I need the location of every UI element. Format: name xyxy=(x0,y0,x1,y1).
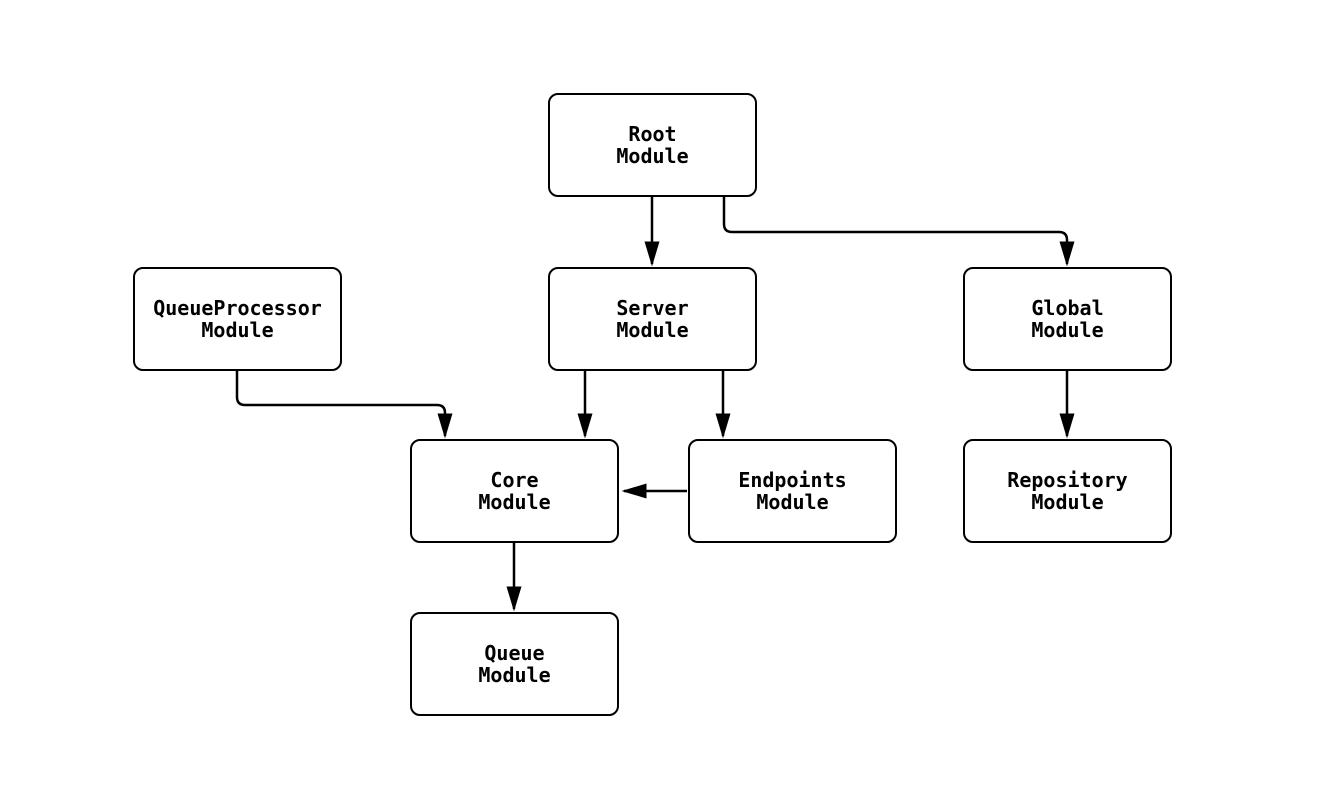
node-queue-module: Queue Module xyxy=(410,612,619,716)
node-global-module: Global Module xyxy=(963,267,1172,371)
node-server-module: Server Module xyxy=(548,267,757,371)
node-root-module: Root Module xyxy=(548,93,757,197)
edge-queueprocessor-to-core xyxy=(235,371,453,439)
node-repository-module: Repository Module xyxy=(963,439,1172,543)
node-endpoints-module: Endpoints Module xyxy=(688,439,897,543)
node-queueprocessor-module: QueueProcessor Module xyxy=(133,267,342,371)
edge-root-to-global xyxy=(722,197,1075,267)
node-core-module: Core Module xyxy=(410,439,619,543)
